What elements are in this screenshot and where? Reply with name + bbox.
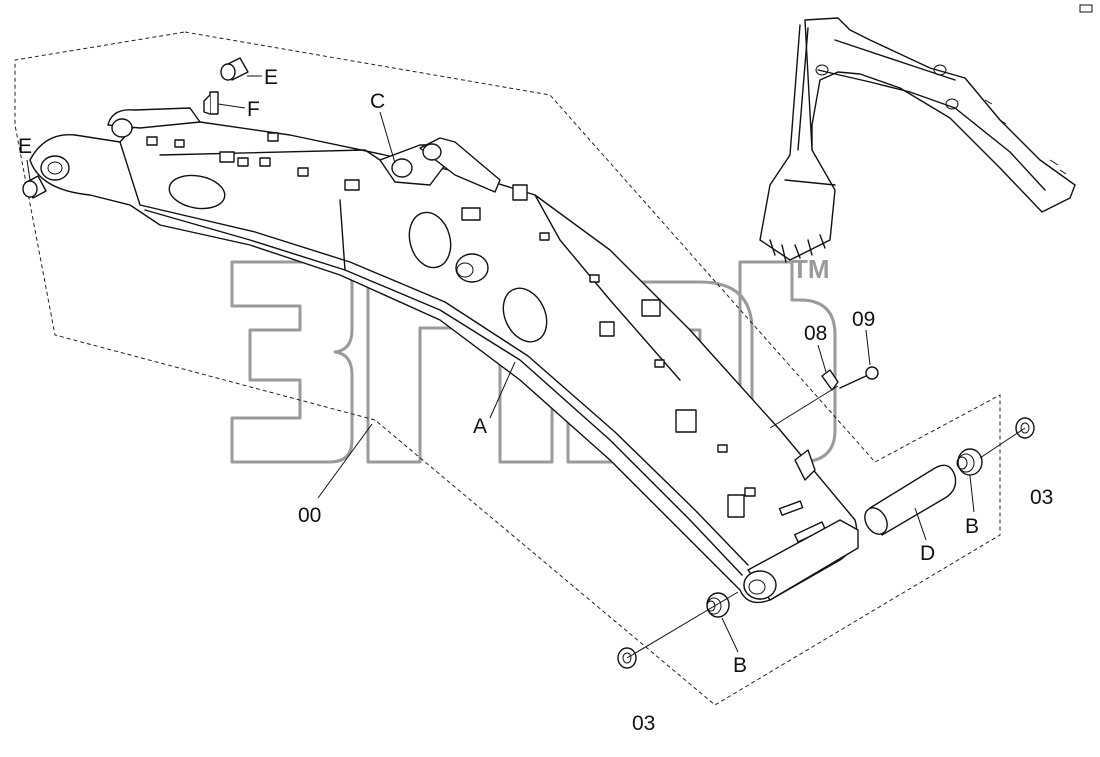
callout-09: 09	[852, 308, 875, 331]
bushing-b-bottom	[706, 592, 730, 618]
bushing-b-right	[956, 448, 983, 476]
trademark-mark: TM	[792, 254, 830, 284]
callout-b-right: B	[965, 515, 979, 538]
leader-f	[217, 103, 246, 109]
callout-c: C	[370, 90, 385, 113]
assembly-line-bottom	[626, 591, 739, 659]
plate-08	[821, 369, 839, 391]
leader-a	[489, 361, 516, 419]
leader-e-left	[26, 159, 31, 181]
assembly-line-bolt	[769, 385, 839, 429]
bolt-09	[839, 366, 879, 389]
callout-08: 08	[804, 322, 827, 345]
assembly-line-right	[979, 427, 1026, 459]
callout-e-top: E	[264, 66, 278, 89]
bushing-left	[22, 175, 47, 199]
leader-08	[817, 344, 827, 373]
callout-d: D	[920, 542, 935, 565]
callout-f: F	[247, 98, 260, 121]
callout-00: 00	[298, 504, 321, 527]
pin-d	[864, 464, 957, 536]
callout-03-right: 03	[1030, 486, 1053, 509]
leader-c	[379, 111, 396, 164]
bracket-f	[203, 91, 219, 115]
leader-b-right	[969, 475, 975, 513]
leader-09	[865, 329, 871, 366]
excavator-thumbnail	[759, 4, 1093, 263]
leader-00	[317, 423, 373, 499]
bushing-upper	[220, 57, 249, 81]
callout-b-bottom: B	[733, 654, 747, 677]
boom	[29, 107, 859, 604]
leader-b-bottom	[721, 617, 739, 653]
callout-e-left: E	[18, 135, 32, 158]
callout-a: A	[473, 415, 487, 438]
leader-d	[914, 507, 927, 541]
callout-03-bottom: 03	[632, 712, 655, 735]
